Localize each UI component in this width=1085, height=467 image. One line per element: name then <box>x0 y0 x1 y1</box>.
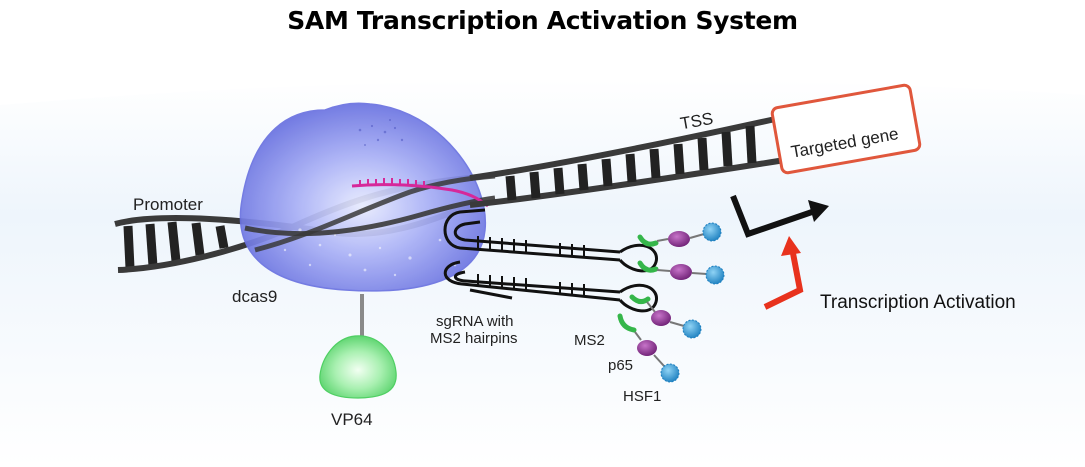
vp64-label: VP64 <box>331 410 373 429</box>
activation-arrowhead <box>781 236 801 256</box>
ms2-protein <box>637 234 659 247</box>
p65-protein <box>668 231 690 247</box>
promoter-label: Promoter <box>133 195 203 214</box>
ms2-protein <box>617 313 637 333</box>
dna-strand-right-lower <box>469 157 786 208</box>
ms2-protein <box>637 260 659 273</box>
sgrna-label-line2: MS2 hairpins <box>430 330 518 347</box>
dcas9-texture <box>283 228 457 277</box>
hsf1-protein <box>705 265 725 285</box>
dna-strand-right-upper <box>469 115 781 181</box>
dcas9-texture-dark <box>358 119 404 146</box>
p65-label: p65 <box>608 357 633 374</box>
p65-protein <box>670 264 692 280</box>
p65-protein <box>651 310 671 326</box>
effector-complexes <box>617 222 725 383</box>
tss-arrowhead <box>808 200 829 222</box>
dcas9-protein <box>239 102 487 292</box>
targeted-gene-box <box>770 83 922 175</box>
dcas9-label: dcas9 <box>232 287 277 306</box>
dna-right <box>469 115 786 208</box>
transcription-activation-label: Transcription Activation <box>820 292 1016 313</box>
vp64-protein <box>319 335 397 399</box>
hsf1-protein <box>702 222 722 242</box>
dna-rungs-left <box>123 221 229 269</box>
hsf1-protein <box>660 363 680 383</box>
ms2-label: MS2 <box>574 332 605 349</box>
ms2-protein <box>629 294 651 305</box>
dna-strand-front-2 <box>254 173 496 253</box>
page-title: SAM Transcription Activation System <box>287 6 798 35</box>
hsf1-protein <box>682 319 702 339</box>
background-band <box>0 79 1085 467</box>
activation-arrow <box>763 247 804 310</box>
guide-rna <box>351 178 489 208</box>
hsf1-label: HSF1 <box>623 388 661 405</box>
sgrna-hairpins <box>443 208 658 313</box>
sgrna-label-line1: sgRNA with <box>436 313 514 330</box>
tss-arrow <box>730 194 813 238</box>
p65-protein <box>637 340 657 356</box>
